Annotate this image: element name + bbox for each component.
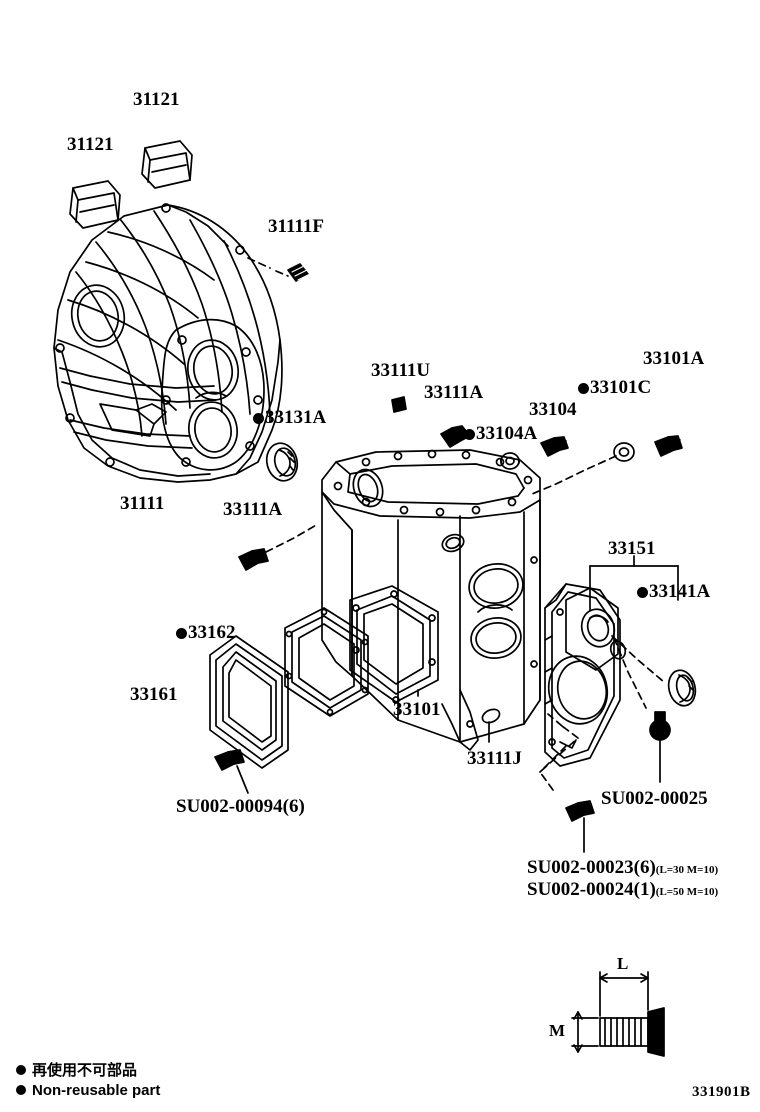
legend-japanese: 再使用不可部品 [16, 1059, 137, 1080]
bolt-spec-text: (L=50 M=10) [655, 886, 719, 898]
bolt-dimension-key [571, 971, 665, 1057]
part-33104-bolt [540, 436, 569, 457]
part-label-33111A-left: 33111A [223, 500, 282, 519]
part-number-text: SU002-00094(6) [176, 796, 305, 817]
part-number-text: 31121 [133, 89, 180, 110]
part-33151-bracket-leader [589, 555, 679, 611]
part-label-31111F: 31111F [268, 217, 324, 236]
part-number-text: 33141A [649, 581, 711, 602]
part-33162-gasket [284, 607, 369, 717]
non-reusable-marker-icon [464, 429, 475, 440]
bolt-spec-SU002-00024: SU002-00024(1)(L=50 M=10) [527, 880, 718, 899]
part-number-text: SU002-00023(6) [527, 857, 656, 878]
part-label-33131A: 33131A [253, 408, 326, 427]
part-number-text: 33101 [393, 699, 441, 720]
dimension-letter-text: L [617, 954, 629, 973]
part-33101A-bolt [654, 435, 683, 457]
part-number-text: 33161 [130, 684, 178, 705]
part-31111-clutch-housing [53, 203, 289, 483]
part-33131A-oil-seal [265, 442, 299, 482]
part-number-text: 33104A [476, 423, 538, 444]
part-33101C-washer [613, 442, 635, 462]
part-label-SU002-00094: SU002-00094(6) [176, 797, 305, 816]
part-number-text: 31121 [67, 134, 114, 155]
diagram-id-text: 331901B [692, 1084, 751, 1100]
part-33161-cover-plate [209, 635, 289, 769]
non-reusable-marker-icon [253, 413, 264, 424]
part-33101-transmission-case [321, 449, 541, 751]
part-label-33161: 33161 [130, 685, 178, 704]
part-SU002-00025-dowel [649, 711, 671, 783]
part-33111U-plug [391, 396, 407, 413]
part-31121-cover-upper [141, 140, 193, 189]
part-label-31121-a: 31121 [67, 135, 113, 154]
part-33111A-bolt-left [238, 548, 269, 571]
part-SU002-00094-bolt [214, 749, 249, 794]
part-label-33101: 33101 [393, 700, 441, 719]
part-33111J-plug [481, 708, 501, 743]
part-SU002-00023-bolt [565, 800, 595, 853]
legend-english-text: Non-reusable part [32, 1082, 161, 1099]
part-number-text: 31111 [120, 493, 165, 514]
part-number-text: 33162 [188, 622, 236, 643]
part-number-text: 33111A [223, 499, 283, 520]
part-number-text: 33101A [643, 348, 705, 369]
part-number-text: SU002-00025 [601, 788, 708, 809]
bolt-spec-SU002-00023: SU002-00023(6)(L=30 M=10) [527, 858, 718, 877]
bolt-spec-text: (L=30 M=10) [655, 864, 719, 876]
part-label-33162: 33162 [176, 623, 236, 642]
part-31111F-bolt [287, 263, 311, 282]
part-label-33111U: 33111U [371, 361, 430, 380]
non-reusable-marker-icon [578, 383, 589, 394]
part-label-33141A: 33141A [637, 582, 710, 601]
part-number-text: SU002-00024(1) [527, 879, 656, 900]
non-reusable-marker-icon [16, 1065, 26, 1075]
part-label-31121-b: 31121 [133, 90, 179, 109]
part-number-text: 31111F [268, 216, 324, 237]
part-label-33104: 33104 [529, 400, 577, 419]
part-number-text: 33111A [424, 382, 484, 403]
dimension-label-M: M [549, 1022, 565, 1039]
part-33141A-oil-seal [667, 669, 697, 707]
part-33151-extension-housing [544, 583, 627, 767]
diagram-id: 331901B [692, 1085, 751, 1100]
part-number-text: 33111J [467, 748, 522, 769]
non-reusable-marker-icon [176, 628, 187, 639]
part-label-33111J: 33111J [467, 749, 522, 768]
part-label-33151: 33151 [608, 539, 656, 558]
part-number-text: 33151 [608, 538, 656, 559]
non-reusable-marker-icon [16, 1085, 26, 1095]
part-number-text: 33131A [265, 407, 327, 428]
part-label-31111: 31111 [120, 494, 164, 513]
part-number-text: 33111U [371, 360, 431, 381]
legend-english: Non-reusable part [16, 1082, 160, 1099]
legend-japanese-text: 再使用不可部品 [32, 1061, 138, 1079]
non-reusable-marker-icon [637, 587, 648, 598]
part-label-33104A: 33104A [464, 424, 537, 443]
part-label-33111A-top: 33111A [424, 383, 483, 402]
part-number-text: 33104 [529, 399, 577, 420]
part-33104A-washer [500, 452, 520, 470]
part-31121-cover-lower [69, 180, 121, 229]
part-label-33101C: 33101C [578, 378, 651, 397]
dimension-label-L: L [617, 955, 628, 972]
part-label-33101A: 33101A [643, 349, 704, 368]
part-label-SU002-00025: SU002-00025 [601, 789, 708, 808]
part-number-text: 33101C [590, 377, 652, 398]
dimension-letter-text: M [549, 1021, 566, 1040]
